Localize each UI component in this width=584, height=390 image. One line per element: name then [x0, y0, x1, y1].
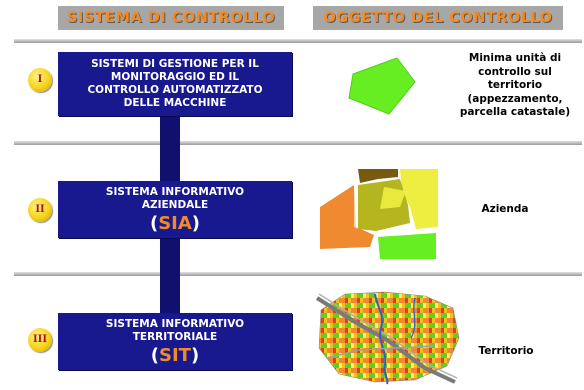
- object-1-line-1: Minima unità di: [468, 52, 562, 64]
- object-label-1: Minima unità di controllo sul territorio…: [445, 52, 584, 120]
- header-control-system: SISTEMA DI CONTROLLO: [58, 6, 284, 30]
- object-3-line-1: Territorio: [478, 345, 534, 357]
- level-badge-1: I: [28, 68, 52, 92]
- divider-top: [14, 39, 582, 43]
- connector-1-2: [160, 116, 180, 181]
- farm-parcels-map-icon: [320, 169, 438, 259]
- divider-middle: [14, 141, 582, 145]
- object-2-line-1: Azienda: [481, 203, 529, 215]
- object-1-line-4: (appezzamento,: [467, 92, 563, 105]
- object-1-line-3: territorio: [487, 79, 543, 91]
- level-badge-2: II: [28, 198, 52, 222]
- control-system-box-2: SISTEMA INFORMATIVO AZIENDALE (SIA): [58, 181, 292, 238]
- box-3-line-1: SISTEMA INFORMATIVO: [105, 317, 245, 330]
- acronym-sia: (SIA): [149, 212, 201, 234]
- box-2-line-1: SISTEMA INFORMATIVO: [105, 185, 245, 198]
- acronym-sit-code: SIT: [159, 344, 191, 366]
- box-1-line-2: MONITORAGGIO ED IL: [110, 71, 240, 83]
- object-label-3: Territorio: [472, 345, 540, 359]
- box-2-line-2: AZIENDALE: [141, 198, 209, 211]
- territory-map-icon: [315, 291, 460, 385]
- connector-2-3: [160, 238, 180, 316]
- object-1-line-2: controllo sul: [478, 65, 552, 78]
- box-1-line-3: CONTROLLO AUTOMATIZZATO: [87, 84, 263, 96]
- level-badge-3: III: [28, 328, 52, 352]
- object-1-line-5: parcella catastale): [459, 106, 571, 118]
- acronym-sit: (SIT): [150, 344, 200, 366]
- acronym-sia-code: SIA: [158, 212, 192, 234]
- box-3-line-2: TERRITORIALE: [132, 330, 218, 343]
- parcel-polygon-icon: [348, 57, 416, 115]
- box-1-line-4: DELLE MACCHINE: [123, 97, 227, 109]
- control-system-box-1: SISTEMI DI GESTIONE PER IL MONITORAGGIO …: [58, 52, 292, 116]
- object-label-2: Azienda: [470, 203, 540, 217]
- divider-bottom: [14, 272, 582, 276]
- header-control-object: OGGETTO DEL CONTROLLO: [313, 6, 563, 30]
- control-system-box-3: SISTEMA INFORMATIVO TERRITORIALE (SIT): [58, 313, 292, 370]
- box-1-line-1: SISTEMI DI GESTIONE PER IL: [91, 58, 259, 70]
